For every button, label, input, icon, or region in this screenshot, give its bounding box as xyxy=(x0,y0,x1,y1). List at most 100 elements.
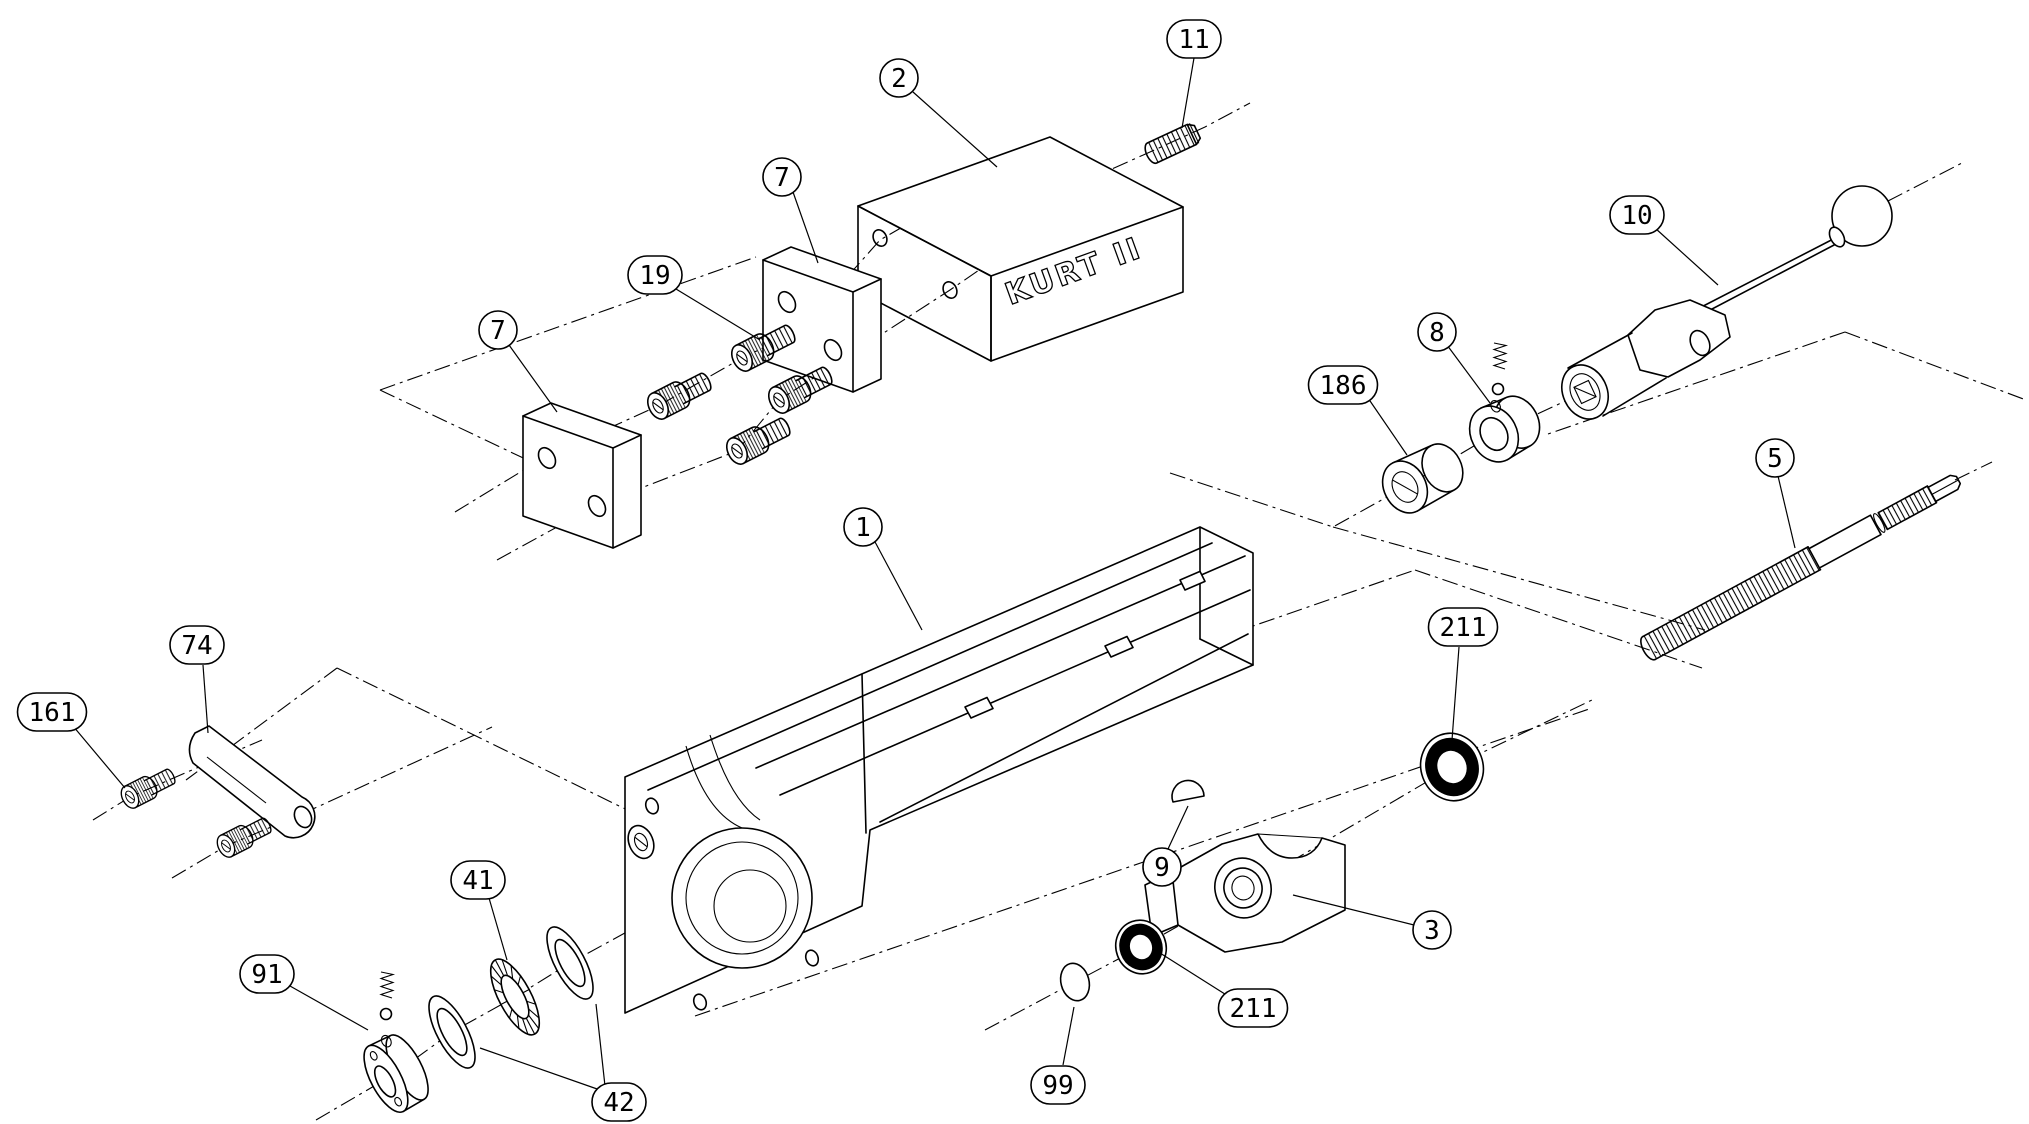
callout-19: 19 xyxy=(627,255,761,341)
callout-number: 211 xyxy=(1440,613,1487,643)
callout-bubble xyxy=(1609,195,1665,235)
part-161-cap-screw xyxy=(117,763,180,812)
part-42-thrust-washer xyxy=(546,926,594,1000)
callout-bubble xyxy=(591,1082,647,1122)
part-19-cap-screw xyxy=(721,411,795,469)
callout-leader xyxy=(1446,344,1491,404)
callout-number: 9 xyxy=(1154,853,1170,883)
callout-leader xyxy=(1451,646,1460,741)
callout-bubble xyxy=(1417,312,1457,352)
callout-leader xyxy=(1367,397,1408,456)
callout-211: 211 xyxy=(1159,952,1289,1028)
part-9-half-key xyxy=(1171,779,1205,803)
callout-leader xyxy=(1181,57,1195,129)
callout-number: 99 xyxy=(1042,1071,1073,1101)
part-7-jaw-plate-right xyxy=(762,246,882,393)
part-5-vise-screw xyxy=(1640,474,1962,661)
callout-leader xyxy=(508,344,558,413)
callout-number: 1 xyxy=(855,513,871,543)
callout-bubble xyxy=(169,625,225,665)
part-11-set-screw xyxy=(1141,121,1203,167)
part-211-thrust-bearing xyxy=(1419,732,1485,802)
callout-leader xyxy=(1292,894,1415,926)
callout-8: 8 xyxy=(1417,312,1491,404)
callout-leader xyxy=(202,664,209,734)
callout-161: 161 xyxy=(16,692,126,789)
callout-number: 8 xyxy=(1429,318,1445,348)
callout-bubble xyxy=(478,310,518,350)
callout-bubble xyxy=(762,157,802,197)
callout-leader xyxy=(488,897,508,961)
callout-1: 1 xyxy=(843,507,923,631)
callout-number: 10 xyxy=(1621,201,1652,231)
callout-number: 7 xyxy=(490,316,506,346)
callout-number: 74 xyxy=(181,631,212,661)
part-10-handle xyxy=(1561,185,1893,420)
callout-leader xyxy=(479,1047,601,1091)
callout-leader xyxy=(792,191,819,264)
callout-74: 74 xyxy=(169,625,225,734)
callout-leader xyxy=(912,91,998,168)
callout-bubble xyxy=(1412,910,1452,950)
callout-11: 11 xyxy=(1166,19,1222,129)
callout-bubble xyxy=(16,692,88,732)
callout-bubble xyxy=(843,507,883,547)
callout-bubble xyxy=(239,954,295,994)
callout-5: 5 xyxy=(1755,438,1796,549)
part-1-vise-body xyxy=(624,526,1254,1014)
callout-7: 7 xyxy=(762,157,819,264)
part-3-nut-block xyxy=(1144,833,1346,953)
part-7-jaw-plate-left xyxy=(522,402,642,549)
callout-3: 3 xyxy=(1292,894,1452,950)
callout-41: 41 xyxy=(450,860,508,961)
callout-211: 211 xyxy=(1427,607,1499,741)
part-99-seal-disc xyxy=(1059,962,1091,1002)
callout-bubble xyxy=(1030,1065,1086,1105)
callout-leader xyxy=(1167,805,1189,850)
callout-number: 5 xyxy=(1767,444,1783,474)
callout-leader xyxy=(289,985,369,1031)
callout-number: 42 xyxy=(603,1088,634,1118)
callout-number: 186 xyxy=(1320,371,1367,401)
callout-leader xyxy=(72,725,126,789)
part-2-movable-jaw: KURT II xyxy=(857,136,1184,362)
callout-2: 2 xyxy=(879,58,998,168)
callout-leader xyxy=(675,288,761,341)
callout-number: 161 xyxy=(29,698,76,728)
callout-bubble xyxy=(1427,607,1499,647)
part-19-cap-screw xyxy=(642,366,716,424)
callout-leader xyxy=(1654,227,1719,286)
callout-bubble xyxy=(1217,988,1289,1028)
callout-9: 9 xyxy=(1142,805,1189,887)
callout-91: 91 xyxy=(239,954,369,1031)
callout-bubble xyxy=(1166,19,1222,59)
callout-bubble xyxy=(627,255,683,295)
callout-bubble xyxy=(450,860,506,900)
callout-leader xyxy=(595,1003,606,1087)
callout-number: 211 xyxy=(1230,994,1277,1024)
part-74-wiper-bracket xyxy=(188,725,316,839)
callout-99: 99 xyxy=(1030,1006,1086,1105)
part-211-thrust-bearing xyxy=(1114,919,1168,975)
part-186-bushing xyxy=(1381,443,1464,514)
callout-bubble xyxy=(1142,847,1182,887)
callout-leader xyxy=(1062,1006,1075,1066)
callout-leader xyxy=(1777,475,1796,549)
callout-number: 91 xyxy=(251,960,282,990)
callout-number: 11 xyxy=(1178,25,1209,55)
callout-number: 2 xyxy=(891,64,907,94)
callout-number: 3 xyxy=(1424,916,1440,946)
callout-number: 41 xyxy=(462,866,493,896)
part-91-spindle-nut xyxy=(363,971,429,1113)
callout-bubble xyxy=(1307,365,1379,405)
callout-10: 10 xyxy=(1609,195,1719,286)
part-41-needle-bearing xyxy=(489,958,541,1036)
part-42-thrust-washer xyxy=(428,995,476,1069)
callout-leader xyxy=(873,539,923,631)
callout-leader xyxy=(1159,952,1229,997)
callout-186: 186 xyxy=(1307,365,1408,456)
callout-number: 7 xyxy=(774,163,790,193)
callout-bubble xyxy=(879,58,919,98)
